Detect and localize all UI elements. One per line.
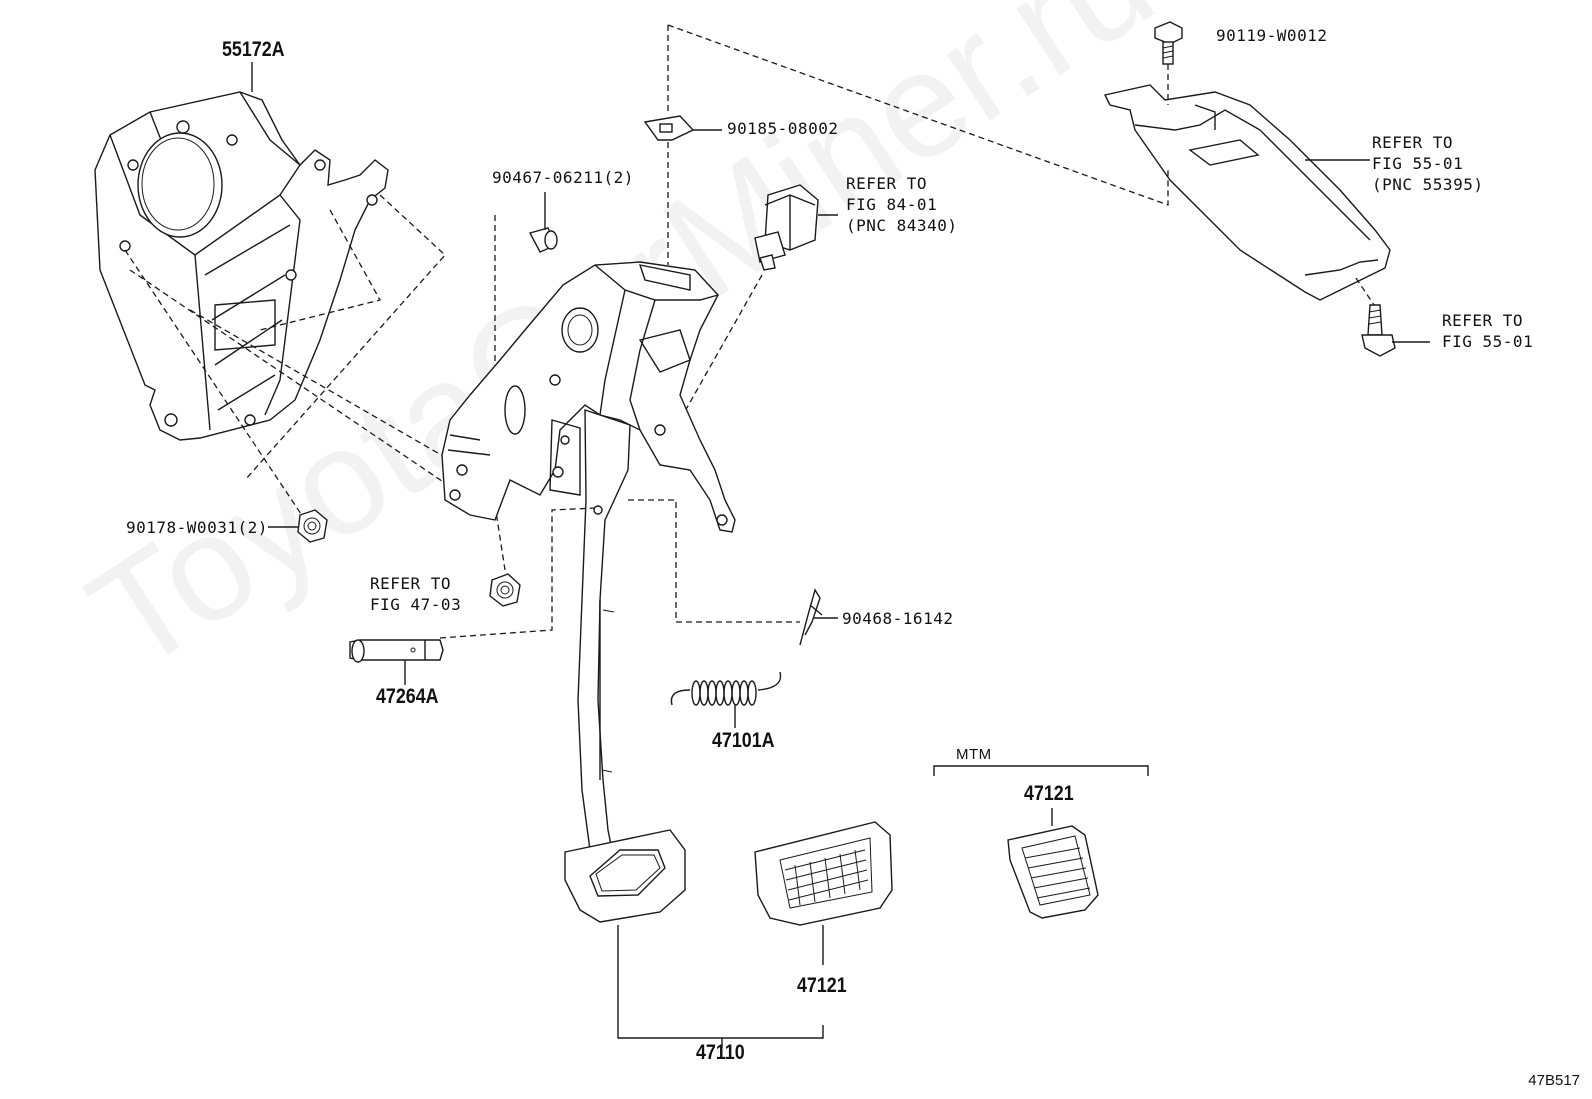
- clip-drawing: [643, 115, 695, 141]
- pin-drawing: [349, 639, 444, 663]
- screw-drawing: [1361, 304, 1396, 357]
- label-clip[interactable]: 90185-08002: [727, 119, 839, 138]
- label-bolt-top[interactable]: 90119-W0012: [1216, 26, 1328, 45]
- spring-drawing: [670, 671, 782, 706]
- bracket-support-drawing: [94, 91, 389, 441]
- ref-switch-line1: REFER TO: [846, 174, 928, 193]
- ref-pedal-cover[interactable]: REFER TO FIG 55-01 (PNC 55395): [1372, 132, 1483, 195]
- label-cushion[interactable]: 90467-06211(2): [492, 168, 634, 187]
- nut-left-drawing: [297, 509, 328, 543]
- diagram-code: 47B517: [1528, 1072, 1580, 1089]
- ref-cover-line3: (PNC 55395): [1372, 175, 1484, 194]
- stop-switch-drawing: [754, 184, 819, 271]
- label-nut-left[interactable]: 90178-W0031(2): [126, 518, 268, 537]
- bolt-top-drawing: [1154, 21, 1183, 65]
- label-pad-left[interactable]: 47121: [797, 974, 847, 997]
- pad-mtm-drawing: [1007, 825, 1099, 919]
- bracket-leader-lines: [124, 194, 471, 521]
- ref-nut-center[interactable]: REFER TO FIG 47-03: [370, 573, 461, 615]
- ref-nut-line2: FIG 47-03: [370, 595, 462, 614]
- ref-cover-line1: REFER TO: [1372, 133, 1454, 152]
- mtm-bracket-line: [933, 765, 1149, 776]
- label-pedal-assy[interactable]: 47110: [696, 1041, 745, 1064]
- label-pin[interactable]: 47264A: [376, 685, 439, 708]
- label-spring[interactable]: 47101A: [712, 729, 775, 752]
- assy-bracket-line: [617, 925, 824, 1039]
- ref-cover-line2: FIG 55-01: [1372, 154, 1464, 173]
- cushion-drawing: [528, 227, 558, 253]
- pedal-pad-drawing: [564, 829, 686, 923]
- label-pad-mtm[interactable]: 47121: [1024, 782, 1074, 805]
- ref-stop-switch[interactable]: REFER TO FIG 84-01 (PNC 84340): [846, 173, 957, 236]
- label-cotter-pin[interactable]: 90468-16142: [842, 609, 954, 628]
- pad-rubber-drawing: [754, 821, 893, 926]
- ref-switch-line3: (PNC 84340): [846, 216, 958, 235]
- pedal-bracket-drawing: [441, 261, 736, 533]
- pedal-cover-drawing: [1103, 84, 1391, 301]
- cotter-pin-drawing: [799, 588, 823, 646]
- label-bracket-support[interactable]: 55172A: [222, 38, 285, 61]
- ref-screw-line1: REFER TO: [1442, 311, 1524, 330]
- ref-screw[interactable]: REFER TO FIG 55-01: [1442, 310, 1533, 352]
- pedal-arm-drawing: [577, 409, 631, 851]
- label-variant-mtm: MTM: [956, 746, 992, 763]
- ref-screw-line2: FIG 55-01: [1442, 332, 1534, 351]
- nut-center-drawing: [489, 573, 521, 607]
- ref-switch-line2: FIG 84-01: [846, 195, 938, 214]
- ref-nut-line1: REFER TO: [370, 574, 452, 593]
